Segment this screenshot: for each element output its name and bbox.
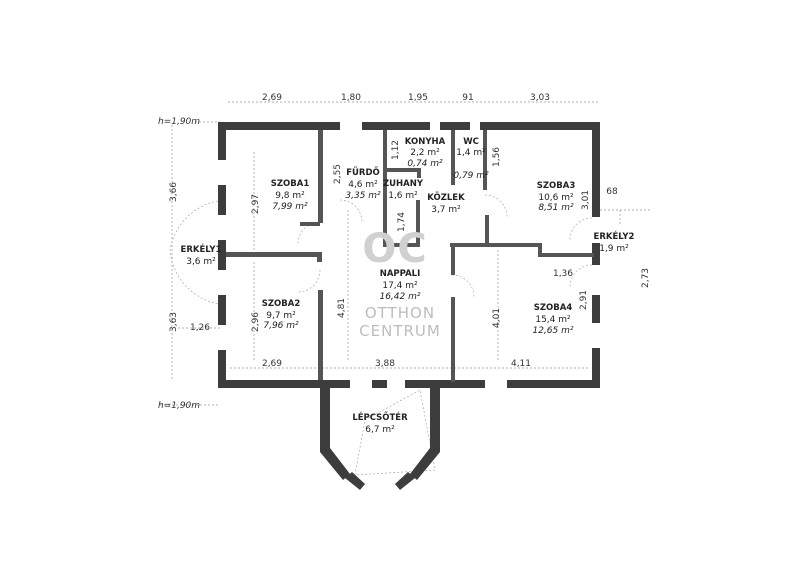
room-area: 3,6 m² (186, 257, 216, 267)
room-konyha: KONYHA 2,2 m² 0,74 m² (405, 137, 446, 169)
room-erkely2: ERKÉLY2 1,9 m² (594, 230, 635, 254)
room-kozlek: KÖZLEK 3,7 m² (427, 192, 465, 215)
dim-erkely2-width: 68 (606, 187, 618, 197)
room-name: WC (463, 137, 479, 147)
dim-left-lower: 3,63 (169, 312, 179, 332)
dim-szoba1-height: 2,97 (251, 194, 261, 214)
room-net-area: 12,65 m² (532, 326, 573, 336)
room-area: 6,7 m² (365, 425, 395, 435)
dim-top-1: 2,69 (262, 93, 282, 103)
dim-szoba4-height: 4,01 (492, 308, 502, 328)
dim-top-2: 1,80 (341, 93, 361, 103)
room-name: ERKÉLY1 (181, 243, 222, 255)
room-name: SZOBA3 (537, 181, 576, 191)
door-swings (169, 194, 593, 476)
room-zuhany: ZUHANY 1,6 m² (383, 179, 424, 201)
room-net-area: 7,99 m² (272, 202, 308, 212)
room-area: 2,2 m² (410, 148, 440, 158)
room-area: 9,8 m² (275, 191, 305, 201)
watermark-line1: OTTHON (365, 304, 435, 322)
dim-bottom-1: 2,69 (262, 359, 282, 369)
dim-bottom-2: 3,88 (375, 359, 395, 369)
room-name: ERKÉLY2 (594, 230, 635, 242)
dim-top-3: 1,95 (408, 93, 428, 103)
otthon-centrum-watermark: OC OTTHON CENTRUM (359, 226, 441, 340)
room-net-area: 0,74 m² (407, 159, 443, 169)
dim-nappali-height: 4,81 (337, 298, 347, 318)
dim-furdo-height: 2,55 (333, 164, 343, 184)
room-name: SZOBA2 (262, 299, 301, 309)
height-bottom: h=1,90m (158, 401, 200, 411)
room-net-area: 3,35 m² (345, 191, 381, 201)
room-area: 3,7 m² (431, 205, 461, 215)
room-szoba2: SZOBA2 9,7 m² 7,96 m² (262, 299, 301, 331)
dim-zuhany-height: 1,74 (397, 212, 407, 232)
dim-szoba3-height: 3,01 (581, 190, 591, 210)
room-erkely1: ERKÉLY1 3,6 m² (181, 243, 222, 267)
room-szoba1: SZOBA1 9,8 m² 7,99 m² (271, 179, 310, 212)
room-area: 4,6 m² (348, 180, 378, 190)
dim-left-upper: 3,66 (169, 182, 179, 202)
room-area: 9,7 m² (266, 311, 296, 321)
room-name: SZOBA4 (534, 303, 573, 313)
dimension-lines (160, 101, 650, 406)
dim-szoba4-width: 1,36 (553, 269, 573, 279)
room-lepcsoter: LÉPCSŐTÉR 6,7 m² (352, 411, 408, 435)
room-name: FÜRDŐ (346, 167, 380, 178)
room-name: ZUHANY (383, 179, 424, 189)
interior-walls (226, 130, 594, 382)
dim-erkely2-height: 2,73 (641, 268, 651, 288)
room-name: KONYHA (405, 137, 446, 147)
room-area: 15,4 m² (535, 315, 571, 325)
room-nappali: NAPPALI 17,4 m² 16,42 m² (379, 269, 420, 302)
room-area: 1,9 m² (599, 244, 629, 254)
dim-bottom-3: 4,11 (511, 359, 531, 369)
room-name: LÉPCSŐTÉR (352, 411, 408, 423)
room-szoba3: SZOBA3 10,6 m² 8,51 m² (537, 181, 576, 213)
dim-top-5: 3,03 (530, 93, 550, 103)
room-net-area: 16,42 m² (379, 292, 420, 302)
room-wc: WC 1,4 m² 0,79 m² (453, 137, 489, 181)
room-net-area: 8,51 m² (538, 203, 574, 213)
watermark-line2: CENTRUM (359, 322, 441, 340)
room-net-area: 0,79 m² (453, 171, 489, 181)
dim-szoba4-side: 2,91 (579, 290, 589, 310)
dim-erkely1-width: 1,26 (190, 323, 210, 333)
room-furdo: FÜRDŐ 4,6 m² 3,35 m² (345, 167, 381, 201)
room-name: KÖZLEK (427, 192, 465, 203)
exterior-walls (218, 122, 600, 490)
room-area: 1,6 m² (388, 191, 418, 201)
room-area: 10,6 m² (538, 193, 574, 203)
room-net-area: 7,96 m² (263, 321, 299, 331)
watermark-logo: OC (362, 226, 427, 272)
dim-konyha-height: 1,12 (391, 140, 401, 160)
room-name: NAPPALI (380, 269, 421, 279)
dim-top-4: 91 (462, 93, 473, 103)
room-area: 1,4 m² (456, 148, 486, 158)
room-area: 17,4 m² (382, 281, 418, 291)
room-name: SZOBA1 (271, 179, 310, 189)
dim-szoba2-height: 2,96 (251, 312, 261, 332)
dim-wc-height: 1,56 (492, 147, 502, 167)
room-szoba4: SZOBA4 15,4 m² 12,65 m² (532, 303, 573, 336)
height-top: h=1,90m (158, 117, 200, 127)
